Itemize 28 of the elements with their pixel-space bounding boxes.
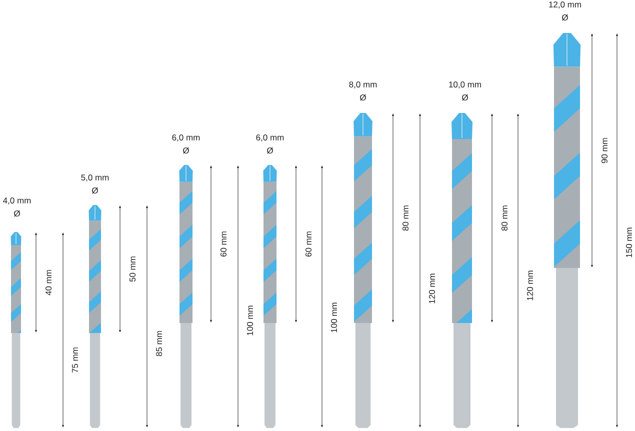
diameter-label: 12,0 mm — [549, 2, 581, 8]
dimension-label: 40 mm — [46, 270, 52, 296]
dimension-label: 100 mm — [331, 302, 337, 332]
diameter-label: 6,0 mm — [172, 134, 200, 142]
diameter-label: 8,0 mm — [349, 82, 377, 88]
diameter-label: 10,0 mm — [449, 82, 481, 88]
diameter-symbol: Ø — [92, 187, 98, 194]
diameter-label: 5,0 mm — [81, 174, 109, 182]
diameter-symbol: Ø — [360, 94, 366, 101]
dimension-label: 80 mm — [402, 206, 408, 231]
dimension-label: 100 mm — [247, 306, 253, 336]
dimension-label: 50 mm — [130, 256, 136, 282]
diameter-symbol: Ø — [267, 147, 274, 154]
diameter-symbol: Ø — [14, 210, 20, 217]
diameter-symbol: Ø — [183, 147, 190, 154]
diameter-symbol: Ø — [562, 14, 568, 21]
dimension-label: 120 mm — [527, 270, 533, 300]
dimension-label: 150 mm — [626, 228, 632, 258]
dimension-label: 85 mm — [156, 331, 162, 356]
dimension-label: 60 mm — [220, 232, 226, 257]
diameter-label: 6,0 mm — [256, 134, 284, 142]
dimension-label: 60 mm — [306, 232, 312, 257]
diameter-symbol: Ø — [462, 94, 468, 101]
dimension-label: 80 mm — [502, 206, 508, 231]
dimension-label: 90 mm — [602, 138, 608, 164]
dimension-label: 120 mm — [429, 274, 435, 304]
dimension-label: 75 mm — [72, 348, 78, 373]
diameter-label: 4,0 mm — [3, 198, 31, 204]
